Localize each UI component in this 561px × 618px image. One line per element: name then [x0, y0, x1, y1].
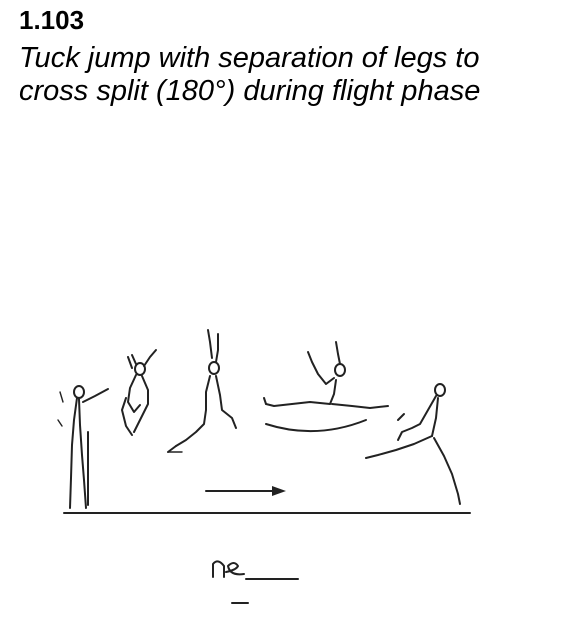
element-description: Tuck jump with separation of legs to cro… [19, 42, 481, 107]
gymnast-tuck-jump [121, 349, 157, 436]
element-code: 1.103 [19, 5, 85, 35]
gymnast-standing-start [57, 385, 109, 509]
gymnast-cross-split [263, 341, 389, 433]
gymnast-landing [365, 383, 461, 505]
jump-illustration [0, 300, 561, 618]
notation-symbol [212, 560, 299, 604]
direction-arrow [205, 486, 286, 496]
gymnast-leg-separation [167, 329, 237, 453]
